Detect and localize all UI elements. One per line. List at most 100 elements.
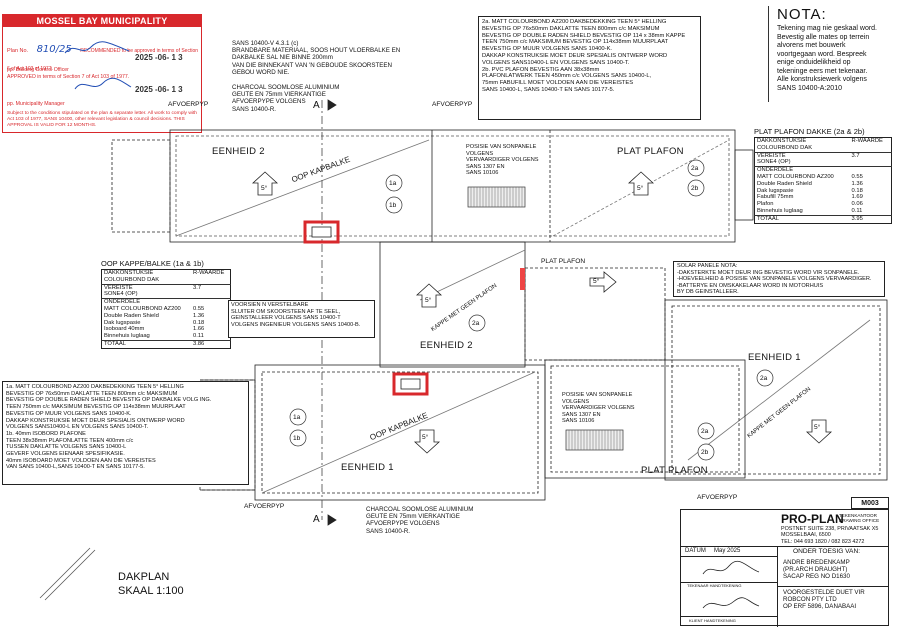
slope-arrow-2 (627, 171, 655, 196)
conditions-text: Subject to the conditions stipulated on … (7, 111, 198, 128)
tag-2a-right: 2a (760, 375, 768, 382)
rtable-plat-title: PLAT PLAFON DAKKE (2a & 2b) (754, 127, 865, 136)
datum-label: DATUM (685, 548, 706, 554)
section-a-top: A (313, 100, 320, 111)
table-row: Double Raden Shield (757, 180, 812, 187)
rtable-plat-total: 3.95 (849, 214, 892, 224)
eenheid1-bottom-label: EENHEID 1 (341, 462, 394, 473)
sheet-number: M003 (851, 497, 889, 509)
table-cell: 0.55 (851, 173, 863, 180)
rtable-oop-title: OOP KAPPE/BALKE (1a & 1b) (101, 259, 204, 268)
nota-body: Tekening mag nie geskaal word. Bevestig … (777, 25, 878, 92)
title-block: PRO-PLAN TEKENKANTOOR DRAWING OFFICE POS… (680, 509, 889, 627)
table-cell: 1.66 (193, 326, 205, 333)
signature-2 (74, 77, 132, 90)
table-cell: 1.36 (193, 312, 205, 319)
pm-label: pp. Municipality Manager (7, 101, 65, 107)
solar-panel-bottom (565, 429, 624, 451)
table-row: Dak lugspasie (104, 319, 141, 326)
plan-no-label: Plan No. (7, 48, 29, 54)
rvalue-plat-plafon: PLAT PLAFON DAKKE (2a & 2b) DAKKONSTUKSI… (754, 127, 894, 224)
slope-4: 5° (593, 278, 600, 285)
bco-label: pp. Building Control Officer (7, 67, 69, 73)
chimney-top (303, 220, 340, 244)
tag-1b-bottom: 1b (293, 435, 301, 442)
chimney-bottom (392, 372, 429, 396)
plan-title: DAKPLAN SKAAL 1:100 (118, 570, 184, 598)
tag-1a-top: 1a (389, 180, 397, 187)
slope-6: 5° (814, 424, 821, 431)
eenheid2-mid-label: EENHEID 2 (420, 340, 473, 351)
datum-value: May 2025 (714, 548, 741, 554)
table-cell: 0.18 (193, 319, 205, 326)
tag-2a-top: 2a (691, 165, 699, 172)
firm-name: PRO-PLAN (781, 512, 844, 526)
nota-title: NOTA: (777, 6, 827, 23)
table-row: Plafon (757, 201, 774, 208)
table-row: Dak lugspasie (757, 187, 794, 194)
plan-title-line2: SKAAL 1:100 (118, 585, 184, 597)
slope-2: 5° (637, 185, 644, 192)
voorsien-note: VOORSIEN N VERSTELBARE SLUITER OM SKOORS… (228, 300, 375, 338)
afvoerpyp-label-1: AFVOERPYP (168, 101, 209, 108)
table-cell: 0.11 (193, 333, 204, 340)
slope-5: 5° (422, 434, 429, 441)
table-row: Double Raden Shield (104, 312, 159, 319)
rtable-oop-req-value: 3.7 (191, 283, 231, 299)
rtable-plat-h2: R-WAARDE (851, 138, 883, 144)
charcoal-gutter-note-top: CHARCOAL SOOMLOSE ALUMINIUM GEUTE EN 75m… (232, 84, 340, 113)
tag-1b-top: 1b (389, 202, 397, 209)
approved-text: APPROVED in terms of Section 7 of Act 10… (7, 74, 130, 80)
rtable-oop-h2: R-WAARDE (193, 270, 225, 276)
slope-arrow-6 (805, 419, 833, 444)
supervisor: ANDRE BREDENKAMP (PR.ARCH DRAUGHT) SACAP… (783, 559, 850, 581)
firm-address: POSTNET SUITE 238, PRIVAATSAK X5 MOSSELB… (781, 526, 879, 545)
spec-1a-1b-box: 1a. MATT COLOURBOND AZ200 DAKBEDEKKING T… (2, 381, 249, 485)
table-cell: 1.36 (851, 180, 863, 187)
tag-2a-mid: 2a (472, 320, 480, 327)
tag-2b-top: 2b (691, 185, 699, 192)
nota-block: NOTA: Tekening mag nie geskaal word. Bev… (768, 6, 897, 102)
rtable-plat-table: DAKKONSTUKSIE COLOURBOND DAK R-WAARDE VER… (754, 137, 892, 224)
rtable-plat-total-label: TOTAAL (754, 214, 850, 224)
section-a-bottom: A (313, 514, 320, 525)
table-row: Fabufill 75mm (757, 194, 794, 201)
slope-arrow-4 (589, 271, 617, 293)
table-cell: 0.55 (193, 305, 205, 312)
rtable-oop-total: 3.86 (191, 339, 231, 349)
rvalue-oop-kappe: OOP KAPPE/BALKE (1a & 1b) DAKKONSTUKSIE … (101, 259, 233, 349)
stamp-date-1: 2025 -06- 1 3 (135, 53, 183, 62)
plan-no-value: 810/25 (36, 44, 72, 55)
tekenaar-signature (702, 560, 760, 575)
stamp-date-2: 2025 -06- 1 3 (135, 85, 183, 94)
slope-arrow-1 (251, 171, 279, 196)
solar-note: SOLAR PANELE NOTA: -DAKSTERKTE MOET DEUR… (673, 261, 885, 297)
table-cell: 0.11 (851, 207, 863, 214)
table-row: Isoboard 40mm (104, 326, 145, 333)
table-cell: 0.18 (851, 187, 863, 194)
rtable-plat-h1: DAKKONSTUKSIE COLOURBOND DAK (757, 138, 813, 151)
slope-1: 5° (261, 185, 268, 192)
plat-plafon-mid: PLAT PLAFON (541, 258, 586, 265)
rtable-oop-total-label: TOTAAL (101, 339, 191, 349)
recommended-text: RECOMMENDED to be approved in terms of S… (7, 48, 199, 72)
tag-1a-bottom: 1a (293, 414, 301, 421)
table-row: MATT COLOURBOND AZ200 (104, 305, 181, 312)
sans-v-note: SANS 10400-V 4.3.1 (c) BRANDBARE MATERIA… (232, 40, 401, 76)
rtable-plat-sub: ONDERDELE (754, 166, 850, 174)
solar-pos-bottom: POSISIE VAN SONPANELE VOLGENS VERVAARDIG… (562, 392, 635, 425)
slope-3: 5° (425, 297, 432, 304)
table-row: Binnehuis luglaag (104, 333, 150, 340)
rtable-oop-sub: ONDERDELE (101, 298, 191, 306)
onder-toesig-label: ONDER TOESIG VAN: (793, 548, 861, 555)
afvoerpyp-label-3: AFVOERPYP (244, 503, 285, 510)
plan-title-line1: DAKPLAN (118, 571, 170, 583)
rtable-plat-req: VEREISTE SONE4 (OP) (754, 151, 850, 167)
table-row: Binnehuis luglaag (757, 207, 803, 214)
plat-plafon-top: PLAT PLAFON (617, 146, 684, 157)
slope-arrow-3 (415, 283, 443, 308)
rtable-oop-req: VEREISTE SONE4 (OP) (101, 283, 191, 299)
afvoerpyp-label-4: AFVOERPYP (697, 494, 738, 501)
plat-plafon-bottom: PLAT PLAFON (641, 465, 708, 476)
